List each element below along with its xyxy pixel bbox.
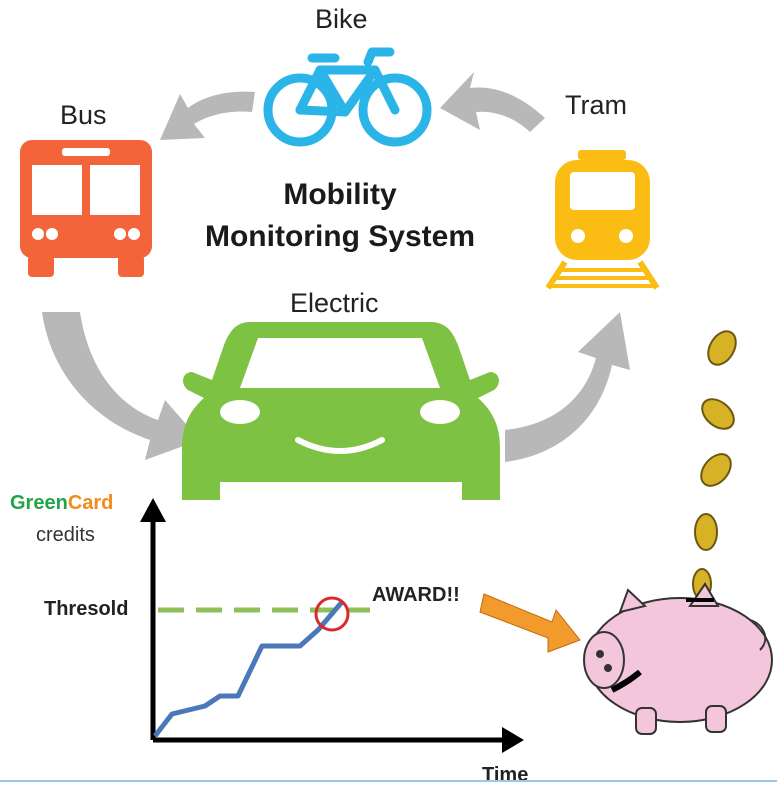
time-axis-label: Time bbox=[482, 764, 529, 786]
greencard-green: Green bbox=[10, 492, 68, 514]
tram-icon bbox=[545, 150, 660, 290]
bike-icon bbox=[263, 47, 432, 147]
award-arrow bbox=[479, 593, 581, 653]
coin-icon bbox=[701, 398, 735, 430]
greencard-label: GreenCard bbox=[10, 492, 113, 515]
y-axis-arrowhead bbox=[140, 498, 166, 522]
title-line1: Mobility bbox=[283, 178, 397, 211]
x-axis-arrowhead bbox=[502, 727, 524, 753]
bus-icon bbox=[20, 140, 152, 277]
coin-icon bbox=[707, 330, 737, 366]
piggy-bank-icon bbox=[583, 582, 773, 735]
chart-axes bbox=[150, 512, 510, 743]
cycle-arrow-car-to-tram bbox=[505, 312, 630, 462]
coin-icon bbox=[694, 513, 718, 551]
award-label: AWARD!! bbox=[372, 584, 460, 606]
award-highlight-circle bbox=[314, 596, 350, 632]
cycle-arrow-bike-to-bus bbox=[160, 91, 255, 140]
ev-label-line1: Electric bbox=[290, 288, 379, 318]
bus-label: Bus bbox=[60, 100, 107, 130]
electric-vehicle-icon bbox=[182, 322, 500, 500]
coin-icon bbox=[700, 453, 732, 487]
bike-label: Bike bbox=[315, 4, 368, 34]
tram-label: Tram bbox=[565, 90, 627, 120]
credits-label: credits bbox=[36, 524, 95, 546]
greencard-card: Card bbox=[67, 492, 114, 514]
cycle-arrow-bus-to-car bbox=[42, 312, 200, 460]
cycle-arrow-tram-to-bike bbox=[440, 72, 545, 132]
title-line2: Monitoring System bbox=[204, 220, 475, 253]
bottom-divider bbox=[0, 780, 777, 782]
credit-line bbox=[153, 600, 344, 738]
threshold-label: Thresold bbox=[44, 598, 129, 620]
page-title: Mobility Monitoring System bbox=[190, 174, 490, 258]
